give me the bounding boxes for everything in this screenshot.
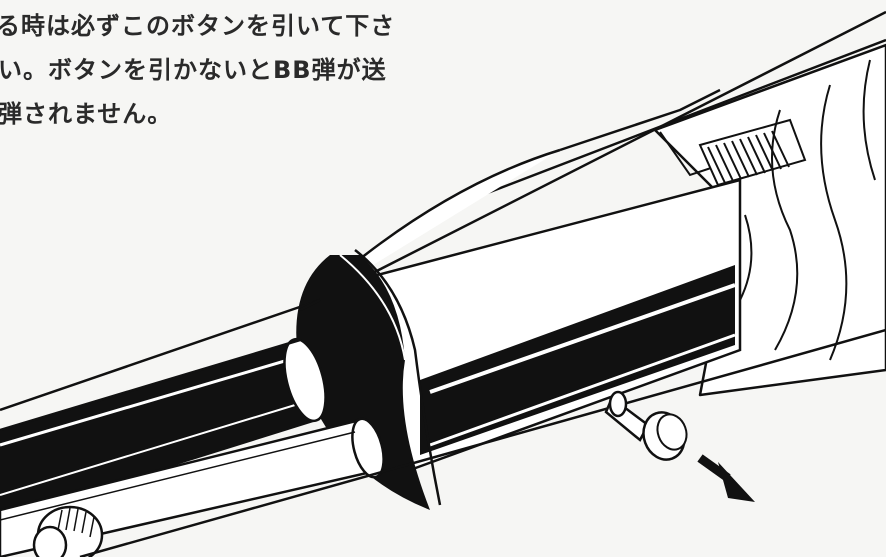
slide-cutout	[653, 43, 886, 397]
barrel	[318, 178, 742, 472]
caption-line-2: い。ボタンを引かないとBB弾が送	[0, 56, 387, 84]
caption-line-1: る時は必ずこのボタンを引いて下さ	[0, 12, 396, 40]
caption-line-3: 弾されません。	[0, 100, 173, 128]
arrow-down-right-icon	[697, 454, 755, 502]
knurled-cap	[32, 505, 104, 557]
lower-tube	[0, 337, 327, 520]
pull-button	[604, 390, 688, 461]
collar-ring	[296, 249, 442, 510]
lower-edge-line	[79, 328, 886, 557]
upper-rod	[0, 298, 321, 432]
instruction-caption: る時は必ずこのボタンを引いて下さ い。ボタンを引かないとBB弾が送 弾されません…	[0, 4, 520, 136]
